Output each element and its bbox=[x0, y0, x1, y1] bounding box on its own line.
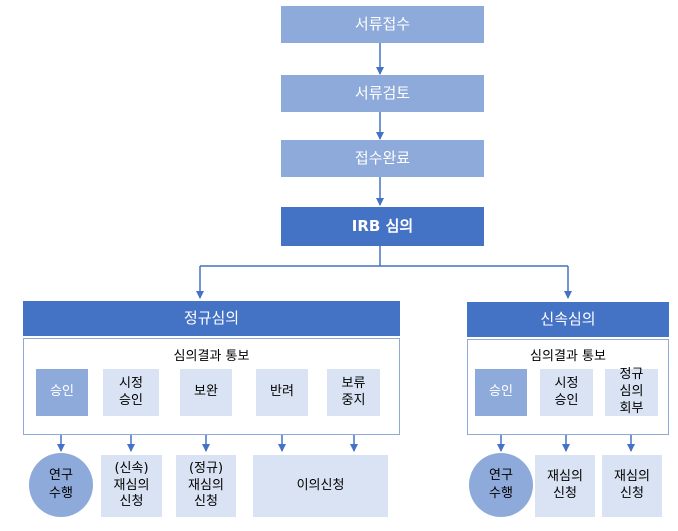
step-irb-review: IRB 심의 bbox=[281, 207, 484, 246]
step-document-receipt: 서류접수 bbox=[281, 6, 484, 43]
regular-option-supplement: 보완 bbox=[180, 369, 232, 416]
regular-result-regular-rereview: (정규) 재심의 신청 bbox=[176, 455, 236, 517]
expedited-option-refer-regular: 정규 심의 회부 bbox=[605, 367, 658, 416]
expedited-result-title: 심의결과 통보 bbox=[530, 349, 606, 364]
expedited-result-rereview-2: 재심의 신청 bbox=[602, 455, 662, 517]
expedited-option-approve: 승인 bbox=[475, 369, 527, 416]
expedited-result-rereview-1: 재심의 신청 bbox=[535, 455, 595, 517]
regular-review-header: 정규심의 bbox=[23, 301, 400, 336]
regular-result-title: 심의결과 통보 bbox=[173, 349, 250, 364]
regular-result-expedited-rereview: (신속) 재심의 신청 bbox=[101, 455, 162, 517]
regular-option-hold-stop: 보류 중지 bbox=[327, 369, 380, 416]
step-document-review: 서류검토 bbox=[281, 75, 484, 112]
regular-option-corrective-approve: 시정 승인 bbox=[103, 369, 159, 416]
regular-result-objection: 이의신청 bbox=[253, 455, 388, 517]
expedited-review-header: 신속심의 bbox=[467, 302, 669, 337]
regular-option-approve: 승인 bbox=[36, 369, 88, 416]
expedited-option-corrective-approve: 시정 승인 bbox=[540, 369, 593, 416]
regular-option-reject: 반려 bbox=[256, 369, 308, 416]
expedited-result-conduct-research: 연구 수행 bbox=[469, 453, 533, 517]
step-receipt-complete: 접수완료 bbox=[281, 140, 484, 177]
regular-result-conduct-research: 연구 수행 bbox=[29, 453, 93, 517]
